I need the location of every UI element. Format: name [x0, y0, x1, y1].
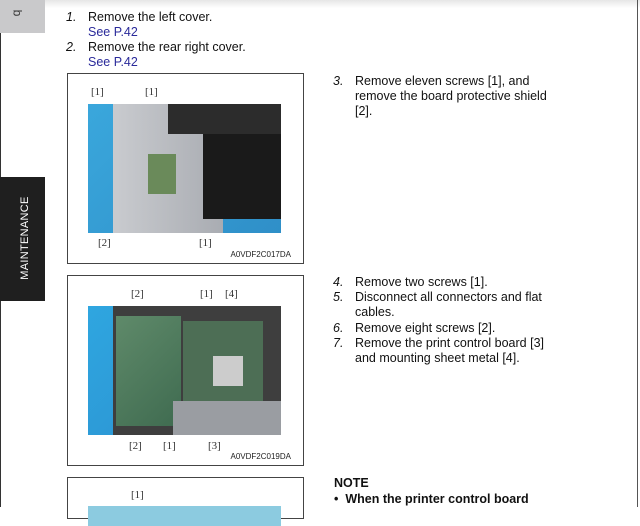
step-number: 3. [333, 74, 344, 88]
page-link[interactable]: See P.42 [88, 25, 138, 39]
step-text: remove the board protective shield [355, 89, 547, 103]
figure-3: [1] [67, 477, 304, 526]
photo-board-shield [88, 104, 281, 233]
divider [637, 0, 638, 507]
step-text: Remove the rear right cover. [88, 40, 246, 54]
callout-label: [4] [225, 288, 238, 300]
step-number: 5. [333, 290, 344, 304]
note-text: When the printer control board [345, 492, 529, 506]
step-number: 6. [333, 321, 344, 335]
step-text: and mounting sheet metal [4]. [355, 351, 520, 365]
callout-label: [3] [208, 440, 221, 452]
bullet-icon: • [334, 492, 339, 506]
step-number: 7. [333, 336, 344, 350]
step-text: cables. [355, 305, 395, 319]
step-6: 6. Remove eight screws [2]. [333, 321, 496, 336]
callout-label: [1] [200, 288, 213, 300]
note-title: NOTE [334, 476, 369, 490]
step-text: [2]. [355, 104, 373, 118]
chapter-tab-label: b [10, 9, 25, 17]
callout-label: [1] [91, 86, 104, 98]
callout-label: [2] [98, 237, 111, 249]
figure-code: A0VDF2C017DA [230, 250, 291, 259]
figure-2: [2] [1] [4] [2] [1] [3] A0VDF2C019DA [67, 275, 304, 466]
chapter-tab[interactable]: b [0, 0, 45, 33]
step-7: 7. Remove the print control board [3]and … [333, 336, 544, 366]
step-text: Remove eight screws [2]. [355, 321, 496, 335]
note-bullet: • When the printer control board [334, 492, 529, 506]
callout-label: [1] [131, 489, 144, 501]
callout-label: [2] [129, 440, 142, 452]
callout-label: [1] [199, 237, 212, 249]
callout-label: [2] [131, 288, 144, 300]
step-text: Remove eleven screws [1], and [355, 74, 530, 88]
figure-code: A0VDF2C019DA [230, 452, 291, 461]
callout-label: [1] [163, 440, 176, 452]
photo [88, 506, 281, 526]
section-tab-label: MAINTENANCE [19, 196, 31, 280]
step-text: Remove the left cover. [88, 10, 213, 24]
page-top-shade [0, 0, 640, 8]
step-number: 4. [333, 275, 344, 289]
step-number: 2. [66, 40, 77, 54]
photo-print-control-board [88, 306, 281, 435]
callout-label: [1] [145, 86, 158, 98]
figure-1: [1] [1] [2] [1] A0VDF2C017DA [67, 73, 304, 264]
step-4: 4. Remove two screws [1]. [333, 275, 488, 290]
step-1: 1. Remove the left cover.See P.42 [66, 10, 213, 40]
step-text: Remove two screws [1]. [355, 275, 488, 289]
step-number: 1. [66, 10, 77, 24]
step-text: Remove the print control board [3] [355, 336, 544, 350]
page-link[interactable]: See P.42 [88, 55, 138, 69]
step-text: Disconnect all connectors and flat [355, 290, 542, 304]
section-tab-maintenance[interactable]: MAINTENANCE [0, 177, 45, 301]
step-2: 2. Remove the rear right cover.See P.42 [66, 40, 246, 70]
